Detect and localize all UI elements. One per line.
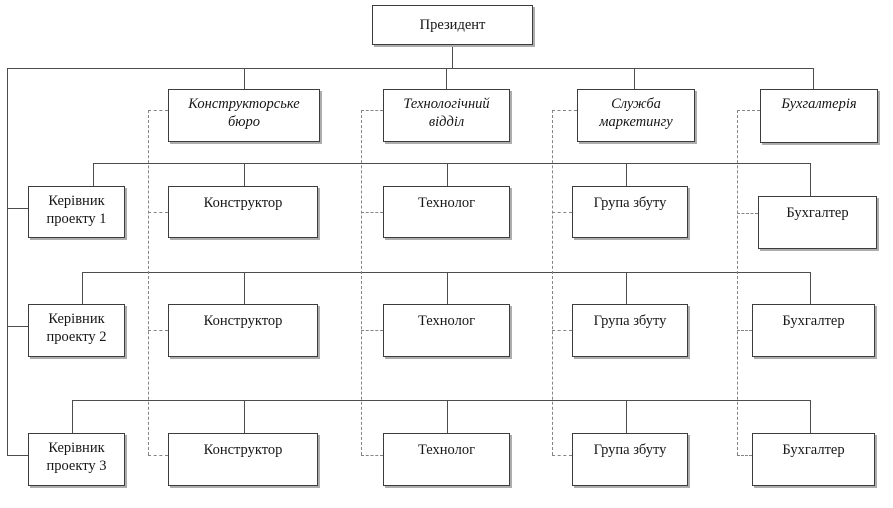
cell-box-r3-designer: Конструктор	[168, 433, 318, 486]
cell-box-r2-designer: Конструктор	[168, 304, 318, 357]
cell-label: Група збуту	[593, 442, 667, 458]
connector-president-stub	[452, 45, 453, 68]
connector-row3-horizontal	[72, 400, 811, 401]
cell-label: Технолог	[417, 195, 476, 211]
dashed-column-marketing	[552, 110, 553, 455]
cell-label: Бухгалтер	[786, 205, 849, 221]
dashed-stub-r2-designer	[148, 330, 168, 331]
cell-label: Технолог	[417, 442, 476, 458]
connector-dept-stub-accounting	[813, 68, 814, 89]
president-label: Президент	[419, 16, 486, 33]
cell-label: Бухгалтер	[782, 313, 845, 329]
dashed-column-design	[148, 110, 149, 455]
president-box: Президент	[372, 5, 533, 45]
connector-row2-horizontal	[82, 272, 811, 273]
connector-row1-cell2-stub	[447, 163, 448, 186]
dashed-stub-r3-sales	[552, 455, 572, 456]
cell-box-r3-technologist: Технолог	[383, 433, 510, 486]
dashed-stub-r1-sales	[552, 212, 572, 213]
cell-label: Конструктор	[203, 195, 283, 211]
manager-label: Керівник проекту 1	[46, 193, 107, 228]
dashed-stub-r1-accountant	[737, 213, 758, 214]
connector-row2-spine-stub	[7, 326, 28, 327]
manager-label: Керівник проекту 3	[46, 440, 107, 475]
manager-box-project-3: Керівник проекту 3	[28, 433, 125, 486]
connector-row3-cell4-stub	[810, 400, 811, 433]
connector-dept-stub-marketing	[634, 68, 635, 89]
dashed-stub-dept-marketing	[552, 110, 577, 111]
connector-row2-cell1-stub	[244, 272, 245, 304]
cell-box-r2-technologist: Технолог	[383, 304, 510, 357]
connector-row3-spine-stub	[7, 455, 28, 456]
dashed-stub-dept-accounting	[737, 110, 760, 111]
connector-row1-horizontal	[93, 163, 811, 164]
dashed-stub-r1-designer	[148, 212, 168, 213]
cell-label: Група збуту	[593, 313, 667, 329]
cell-box-r1-sales-group: Група збуту	[572, 186, 688, 238]
manager-box-project-1: Керівник проекту 1	[28, 186, 125, 238]
connector-left-spine	[7, 68, 8, 456]
connector-row1-cell4-stub	[810, 163, 811, 196]
dashed-stub-r2-sales	[552, 330, 572, 331]
connector-row2-cell3-stub	[626, 272, 627, 304]
connector-dept-stub-design	[244, 68, 245, 89]
cell-label: Конструктор	[203, 442, 283, 458]
dashed-stub-r2-technologist	[361, 330, 383, 331]
department-box-tech-dept: Технологічний відділ	[383, 89, 510, 142]
dashed-stub-r3-technologist	[361, 455, 383, 456]
connector-row2-mgr-stub	[82, 272, 83, 304]
cell-box-r1-accountant: Бухгалтер	[758, 196, 877, 249]
department-box-accounting: Бухгалтерія	[760, 89, 878, 143]
connector-row1-spine-stub	[7, 208, 28, 209]
connector-row3-mgr-stub	[72, 400, 73, 433]
dashed-stub-dept-tech	[361, 110, 383, 111]
department-box-design-bureau: Конструкторське бюро	[168, 89, 320, 142]
department-label: Служба маркетингу	[599, 96, 673, 131]
dashed-stub-r2-accountant	[737, 330, 752, 331]
cell-label: Технолог	[417, 313, 476, 329]
manager-label: Керівник проекту 2	[46, 311, 107, 346]
cell-box-r1-designer: Конструктор	[168, 186, 318, 238]
connector-row1-cell3-stub	[626, 163, 627, 186]
cell-box-r2-accountant: Бухгалтер	[752, 304, 875, 357]
dashed-stub-r3-accountant	[737, 455, 752, 456]
connector-row3-cell2-stub	[447, 400, 448, 433]
connector-row2-cell4-stub	[810, 272, 811, 304]
connector-dept-stub-tech	[446, 68, 447, 89]
connector-row3-cell3-stub	[626, 400, 627, 433]
cell-box-r1-technologist: Технолог	[383, 186, 510, 238]
connector-main-horizontal	[7, 68, 814, 69]
connector-row1-cell1-stub	[244, 163, 245, 186]
dashed-column-accounting	[737, 110, 738, 455]
department-box-marketing: Служба маркетингу	[577, 89, 695, 142]
dashed-stub-r1-technologist	[361, 212, 383, 213]
department-label: Конструкторське бюро	[188, 96, 300, 131]
department-label: Бухгалтерія	[781, 96, 857, 112]
cell-box-r2-sales-group: Група збуту	[572, 304, 688, 357]
connector-row3-cell1-stub	[244, 400, 245, 433]
cell-box-r3-sales-group: Група збуту	[572, 433, 688, 486]
department-label: Технологічний відділ	[403, 96, 490, 131]
dashed-stub-dept-design	[148, 110, 168, 111]
cell-label: Конструктор	[203, 313, 283, 329]
cell-label: Група збуту	[593, 195, 667, 211]
dashed-column-tech	[361, 110, 362, 455]
manager-box-project-2: Керівник проекту 2	[28, 304, 125, 357]
cell-label: Бухгалтер	[782, 442, 845, 458]
connector-row2-cell2-stub	[447, 272, 448, 304]
cell-box-r3-accountant: Бухгалтер	[752, 433, 875, 486]
dashed-stub-r3-designer	[148, 455, 168, 456]
connector-row1-mgr-stub	[93, 163, 94, 186]
